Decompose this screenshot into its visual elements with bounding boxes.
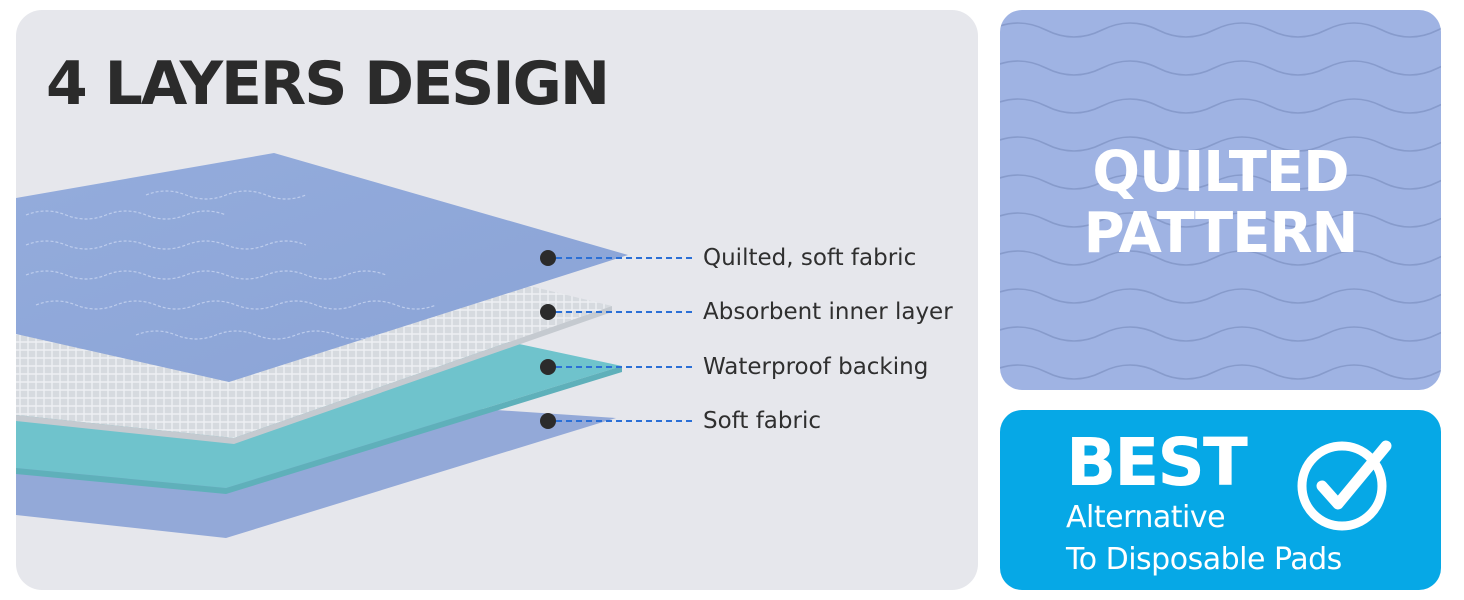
four-layers-panel: 4 LAYERS DESIGN [16,10,978,590]
quilt-texture [1000,22,1441,380]
callout-waterproof-backing: Waterproof backing [703,354,929,380]
page-title: 4 LAYERS DESIGN [46,49,610,119]
layers-illustration [16,153,694,538]
best-title: BEST [1066,424,1248,501]
quilted-title-line1: QUILTED [1092,140,1349,205]
callout-quilted-soft-fabric: Quilted, soft fabric [703,245,917,271]
callout-soft-fabric: Soft fabric [703,408,821,434]
quilted-pattern-panel: QUILTED PATTERN [1000,10,1441,390]
best-alternative-panel: BEST Alternative To Disposable Pads [1000,410,1441,590]
callout-lines [540,250,694,429]
best-line-disposable-pads: To Disposable Pads [1066,542,1342,577]
quilted-title-line2: PATTERN [1083,201,1359,266]
check-circle-icon [1297,440,1392,531]
callout-absorbent-inner-layer: Absorbent inner layer [703,299,953,325]
best-line-alternative: Alternative [1066,500,1226,535]
layer-quilted-top [16,153,628,382]
